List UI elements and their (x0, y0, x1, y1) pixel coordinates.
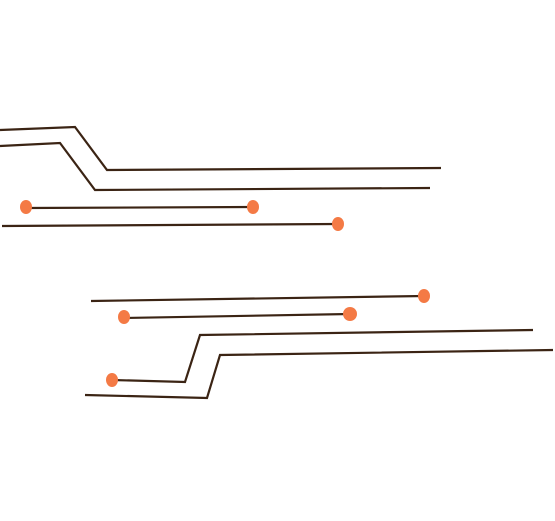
upper-trace-group (0, 125, 442, 228)
trace-upper-bent-2 (0, 141, 431, 192)
trace-lower-bent-1 (111, 328, 534, 384)
trace-lower-straight-1 (90, 294, 425, 303)
trace-upper-straight-1 (25, 205, 254, 210)
trace-lower-straight-2 (123, 312, 351, 320)
trace-node (106, 373, 118, 387)
node-group (20, 200, 430, 387)
trace-node (332, 217, 344, 231)
trace-lower-bent-2 (84, 348, 554, 400)
trace-upper-straight-2 (1, 222, 339, 228)
trace-node (418, 289, 430, 303)
trace-node (247, 200, 259, 214)
trace-node (343, 307, 357, 321)
trace-node (20, 200, 32, 214)
trace-node (118, 310, 130, 324)
trace-upper-bent-1 (0, 125, 442, 172)
lower-trace-group (84, 294, 554, 400)
